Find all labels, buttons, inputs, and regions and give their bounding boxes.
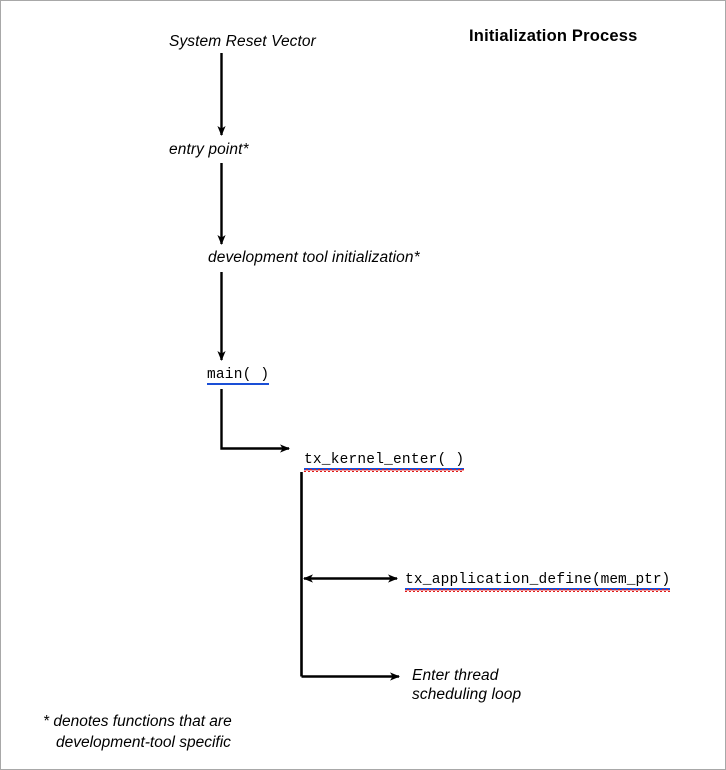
node-main[interactable]: main( ) <box>207 365 270 385</box>
footnote-line2: development-tool specific <box>56 734 231 751</box>
node-system-reset-vector: System Reset Vector <box>169 33 316 50</box>
arrow-main-to-kernel-enter <box>220 389 290 453</box>
scheduling-loop-line1: Enter thread <box>412 667 499 684</box>
node-tx-kernel-enter-label[interactable]: tx_kernel_enter( ) <box>304 452 465 472</box>
node-enter-thread-scheduling-loop: Enter thread scheduling loop <box>412 666 521 704</box>
footnote-line1: * denotes functions that are <box>43 713 232 730</box>
scheduling-loop-line2: scheduling loop <box>412 686 522 703</box>
node-entry-point: entry point* <box>169 141 249 158</box>
footnote: * denotes functions that are development… <box>43 711 232 753</box>
node-tx-application-define-label[interactable]: tx_application_define <box>405 572 592 592</box>
node-tx-application-define-arg: (mem_ptr) <box>591 572 671 592</box>
node-tx-application-define[interactable]: tx_application_define(mem_ptr) <box>405 570 671 592</box>
node-main-label[interactable]: main( ) <box>207 367 270 385</box>
node-tx-kernel-enter[interactable]: tx_kernel_enter( ) <box>304 450 465 472</box>
node-development-tool-initialization: development tool initialization* <box>208 249 420 266</box>
diagram-title: Initialization Process <box>469 27 638 45</box>
